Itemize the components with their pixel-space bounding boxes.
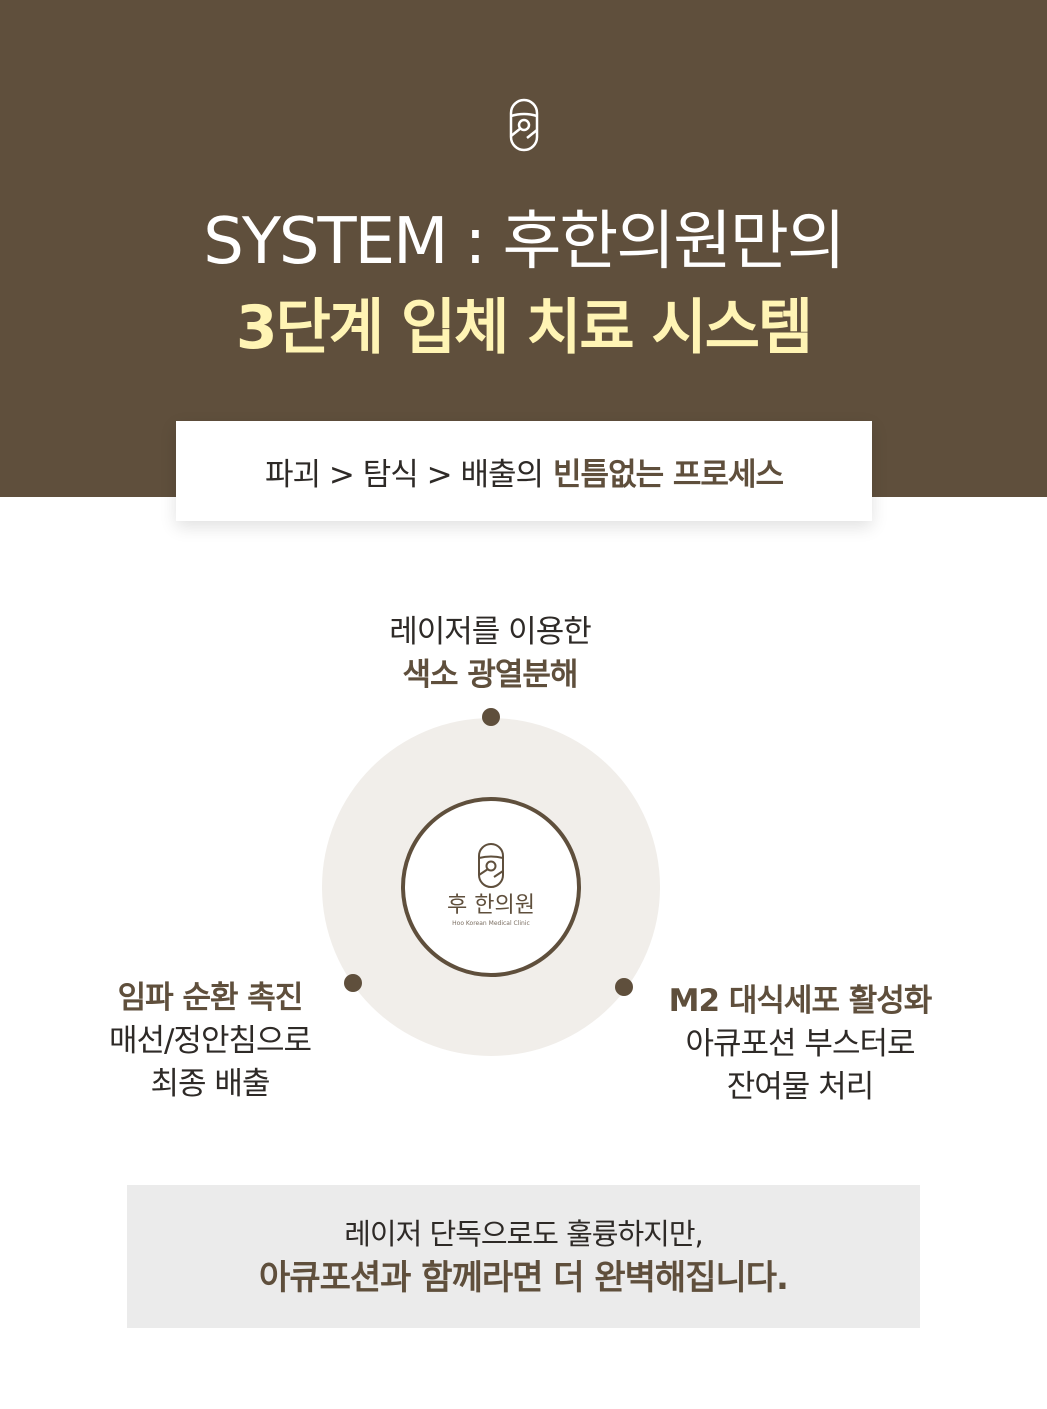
- step-left-line2: 매선/정안침으로: [108, 1023, 312, 1059]
- hero-title: SYSTEM : 후한의원만의: [203, 205, 846, 279]
- summary-line2: 아큐포션과 함께라면 더 완벽해집니다.: [259, 1258, 789, 1298]
- step-left-line3: 최종 배출: [150, 1066, 271, 1102]
- step-top-line1: 레이저를 이용한: [389, 614, 592, 650]
- hero-subtitle: 3단계 입체 치료 시스템: [235, 293, 813, 363]
- step-left-label: 임파 순환 촉진 매선/정안침으로 최종 배출: [40, 977, 380, 1106]
- process-banner: 파괴 > 탐식 > 배출의 빈틈없는 프로세스: [176, 421, 872, 521]
- step-left-line1: 임파 순환 촉진: [117, 980, 304, 1016]
- step-right-line3: 잔여물 처리: [726, 1069, 874, 1105]
- step-dot-top: [482, 708, 500, 726]
- center-logo-english: Hoo Korean Medical Clinic: [452, 920, 530, 927]
- process-text: 파괴 > 탐식 > 배출의: [265, 456, 544, 493]
- step-dot-right: [615, 978, 633, 996]
- step-top-label: 레이저를 이용한 색소 광열분해: [290, 611, 690, 697]
- center-logo-name: 후 한의원: [447, 893, 535, 918]
- step-dot-left: [344, 974, 362, 992]
- step-top-line2: 색소 광열분해: [402, 657, 579, 693]
- center-logo-icon: [478, 843, 504, 888]
- hero-banner: SYSTEM : 후한의원만의 3단계 입체 치료 시스템: [0, 0, 1047, 497]
- summary-box: 레이저 단독으로도 훌륭하지만, 아큐포션과 함께라면 더 완벽해집니다.: [127, 1185, 920, 1328]
- step-right-label: M2 대식세포 활성화 아큐포션 부스터로 잔여물 처리: [620, 980, 980, 1109]
- summary-line1: 레이저 단독으로도 훌륭하지만,: [344, 1217, 704, 1251]
- clinic-logo-icon: [509, 98, 539, 152]
- process-highlight: 빈틈없는 프로세스: [553, 456, 784, 493]
- step-right-line2: 아큐포션 부스터로: [685, 1026, 915, 1062]
- step-right-line1: M2 대식세포 활성화: [668, 983, 933, 1019]
